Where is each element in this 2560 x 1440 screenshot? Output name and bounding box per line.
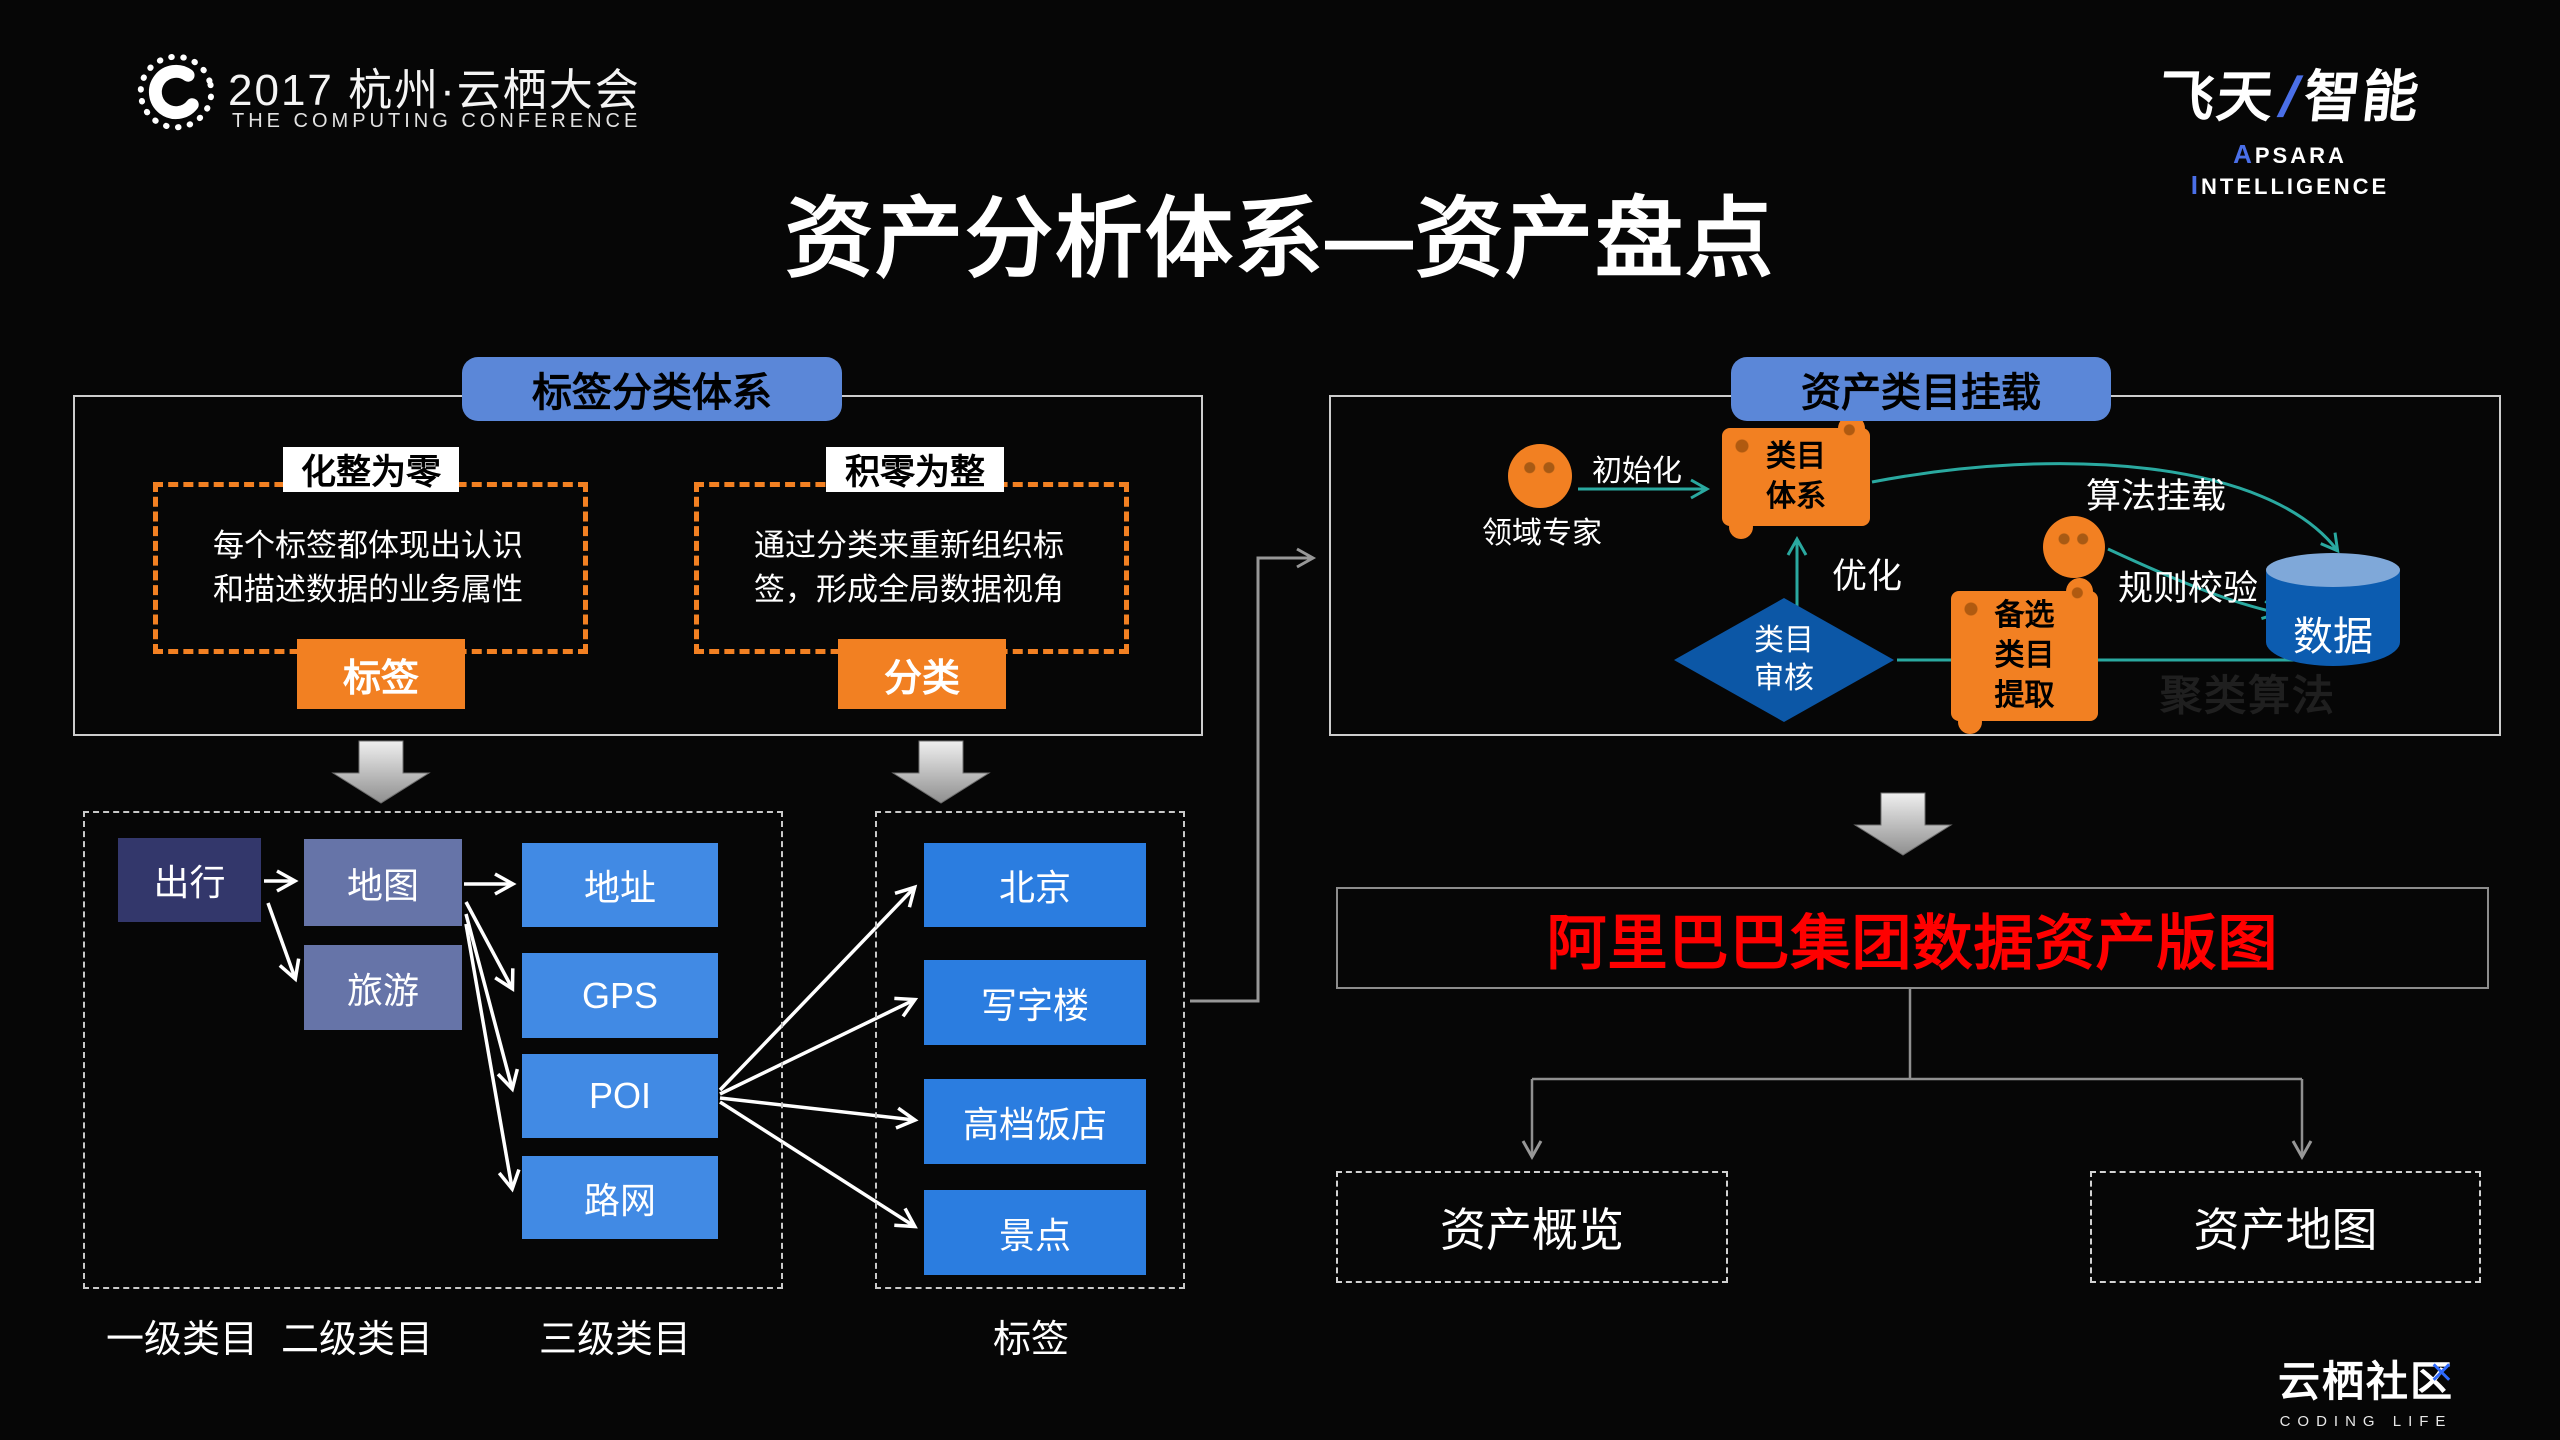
candidate-line3: 提取	[1994, 679, 2055, 712]
node-level2: 地图	[304, 839, 462, 926]
node-level1: 出行	[118, 838, 261, 922]
candidate-line1: 备选	[1994, 599, 2055, 632]
axis-label-tags: 标签	[993, 1319, 1070, 1361]
brand-right: 智能	[2301, 65, 2424, 128]
node-level3: 地址	[522, 843, 718, 927]
merge-label: 积零为整	[826, 447, 1004, 492]
community-tagline: CODING LIFE	[2279, 1413, 2453, 1430]
asset-geomap-box: 资产地图	[2090, 1171, 2481, 1283]
community-logo: 云栖社区✕ CODING LIFE	[2278, 1348, 2454, 1430]
optimize-label: 优化	[1832, 557, 1903, 596]
category-system-scroll: 类目 体系	[1722, 415, 1870, 539]
init-label: 初始化	[1592, 455, 1682, 488]
split-desc-line1: 每个标签都体现出认识	[213, 528, 523, 563]
candidate-line2: 类目	[1994, 639, 2055, 672]
tag-node: 写字楼	[924, 960, 1146, 1045]
section-down-arrows	[331, 740, 1953, 856]
taxonomy-arrows	[264, 869, 919, 1229]
community-name-text: 云栖社区	[2278, 1358, 2455, 1405]
community-x-icon: ✕	[2428, 1357, 2457, 1390]
data-cylinder: 数据	[2266, 553, 2400, 666]
rule-check-label: 规则校验	[2118, 569, 2259, 608]
brand-initial-i: I	[2190, 170, 2201, 200]
merge-description: 通过分类来重新组织标 签，形成全局数据视角	[699, 524, 1119, 612]
tag-node: 高档饭店	[924, 1079, 1146, 1164]
asset-map-banner: 阿里巴巴集团数据资产版图	[1336, 887, 2489, 989]
axis-label-level3: 三级类目	[539, 1319, 692, 1361]
rule-expert-icon	[2043, 516, 2105, 578]
tag-node: 景点	[924, 1190, 1146, 1275]
event-subtitle: THE COMPUTING CONFERENCE	[232, 110, 642, 132]
community-name: 云栖社区✕	[2278, 1348, 2454, 1409]
tag-button: 标签	[297, 639, 465, 709]
category-system-line2: 体系	[1766, 480, 1826, 513]
brand-rest-1: PSARA	[2254, 143, 2347, 168]
review-line2: 审核	[1754, 662, 1814, 695]
tag-list-box	[875, 811, 1185, 1289]
conference-logo-icon	[137, 53, 215, 131]
node-level3: 路网	[522, 1156, 718, 1239]
axis-label-level2: 二级类目	[281, 1319, 434, 1361]
domain-expert-icon	[1508, 444, 1572, 508]
brand-initial-a: A	[2233, 139, 2255, 169]
apsara-brand-en: APSARA INTELLIGENCE	[2140, 139, 2440, 201]
category-tree-box	[83, 811, 783, 1289]
classify-button: 分类	[838, 639, 1006, 709]
merge-desc-line1: 通过分类来重新组织标	[754, 528, 1064, 563]
page-title: 资产分析体系—资产盘点	[784, 189, 1775, 288]
split-desc-line2: 和描述数据的业务属性	[213, 572, 523, 607]
banner-tree-connector	[1521, 987, 2313, 1161]
tag-system-header: 标签分类体系	[462, 357, 842, 421]
axis-label-level1: 一级类目	[106, 1319, 259, 1361]
apsara-brand: 飞天/智能 APSARA INTELLIGENCE	[2140, 52, 2440, 201]
algo-mount-label: 算法挂载	[2086, 477, 2227, 516]
cluster-algo-faint-label: 聚类算法	[2160, 672, 2337, 719]
split-label: 化整为零	[283, 447, 459, 492]
brand-left: 飞天	[2155, 65, 2279, 128]
tags-to-mount-connector	[1190, 547, 1317, 1003]
event-title: 2017 杭州·云栖大会	[228, 66, 641, 115]
candidate-extract-scroll: 备选 类目 提取	[1951, 578, 2098, 734]
tag-node: 北京	[924, 843, 1146, 927]
node-level2: 旅游	[304, 945, 462, 1030]
category-system-line1: 类目	[1766, 440, 1826, 473]
domain-expert-label: 领域专家	[1482, 517, 1602, 550]
mount-header: 资产类目挂载	[1731, 357, 2111, 421]
apsara-brand-cn: 飞天/智能	[2136, 52, 2445, 133]
asset-map-banner-text: 阿里巴巴集团数据资产版图	[1546, 909, 2279, 977]
review-line1: 类目	[1754, 624, 1814, 657]
asset-overview-box: 资产概览	[1336, 1171, 1728, 1283]
node-level3: GPS	[522, 953, 718, 1038]
split-description: 每个标签都体现出认识 和描述数据的业务属性	[158, 524, 578, 612]
data-cylinder-label: 数据	[2293, 615, 2373, 659]
brand-rest-2: NTELLIGENCE	[2201, 174, 2390, 199]
merge-desc-line2: 签，形成全局数据视角	[754, 572, 1064, 607]
node-level3: POI	[522, 1054, 718, 1138]
